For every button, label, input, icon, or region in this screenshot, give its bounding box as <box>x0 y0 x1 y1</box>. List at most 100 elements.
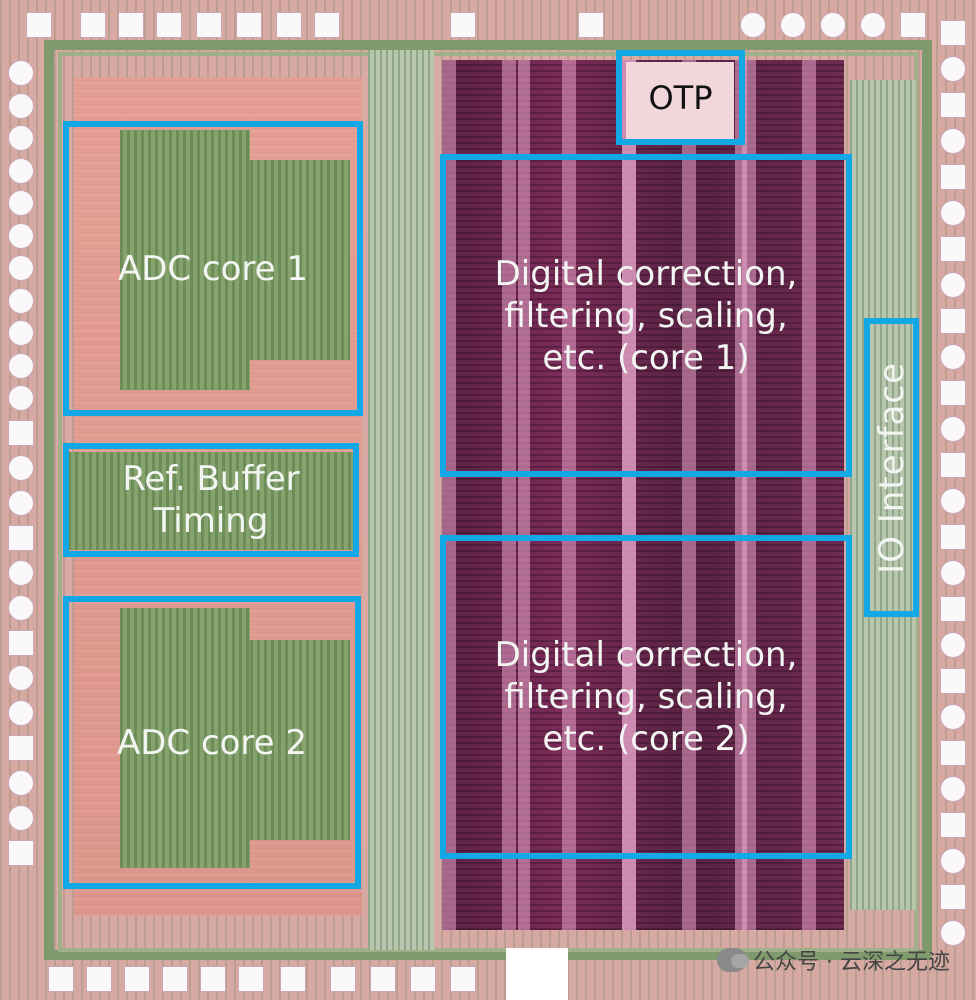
io-interface-box: IO Interface <box>864 318 919 617</box>
digital-2-line-1: Digital correction, <box>494 635 798 675</box>
bond-pad <box>26 12 52 38</box>
bond-pad <box>940 524 966 550</box>
bond-pad <box>162 966 188 992</box>
ref-buffer-label: Ref. Buffer <box>122 459 300 499</box>
bond-pad <box>370 966 396 992</box>
bond-pad <box>8 92 34 119</box>
otp-box: OTP <box>616 50 745 145</box>
adc-core-2-label: ADC core 2 <box>116 722 308 763</box>
bond-pad <box>940 632 966 658</box>
adc2-array <box>120 608 250 868</box>
otp-label: OTP <box>648 78 713 117</box>
bond-pad <box>86 966 112 992</box>
die-notch <box>506 948 568 1000</box>
power-ring-outer <box>44 40 932 960</box>
bond-pad <box>314 12 340 38</box>
bond-pad <box>8 320 34 346</box>
bond-pad <box>940 488 966 514</box>
watermark: 公众号 · 云深之无迹 <box>717 944 950 976</box>
digital-core-2-box: Digital correction, filtering, scaling, … <box>440 535 852 859</box>
bond-pad <box>780 12 806 38</box>
bond-pad <box>740 12 766 38</box>
bond-pad <box>860 12 886 38</box>
digital-region <box>442 60 844 930</box>
bond-pad <box>940 236 966 262</box>
bond-pad <box>8 770 34 796</box>
bond-pad <box>940 452 966 478</box>
bond-pad <box>8 735 34 761</box>
bond-pad <box>940 56 966 82</box>
bond-pad <box>940 92 966 118</box>
digital-1-line-3: etc. (core 1) <box>542 337 750 378</box>
bond-pad <box>238 966 264 992</box>
bond-pad <box>940 812 966 838</box>
bond-pad <box>900 12 926 38</box>
io-interface-label: IO Interface <box>871 361 912 574</box>
bond-pad <box>940 164 966 190</box>
wechat-icon <box>717 948 750 972</box>
ref-buffer-box: Ref. Buffer Timing <box>63 443 359 557</box>
bond-pad <box>940 200 966 226</box>
bond-pad <box>276 12 302 38</box>
bond-pad <box>8 700 34 726</box>
bond-pad <box>200 966 226 992</box>
bond-pad <box>8 125 34 151</box>
adc-core-1-box: ADC core 1 <box>63 121 363 416</box>
bond-pad <box>124 966 150 992</box>
bond-pad <box>450 966 476 992</box>
otp-memory <box>626 62 734 140</box>
bond-pad <box>48 966 74 992</box>
digital-core-1-box: Digital correction, filtering, scaling, … <box>440 154 852 477</box>
adc1-logic <box>250 160 350 360</box>
adc2-logic <box>250 640 350 840</box>
bond-pad <box>8 287 34 314</box>
adc-core-2-box: ADC core 2 <box>63 596 361 889</box>
bond-pad <box>940 740 966 766</box>
bond-pad <box>940 596 966 622</box>
io-routing <box>850 80 916 910</box>
digital-1-line-1: Digital correction, <box>494 253 798 294</box>
bond-pad <box>940 344 966 370</box>
adc1-array <box>120 130 250 390</box>
bond-pad <box>940 704 966 730</box>
bond-pad <box>80 12 106 38</box>
bond-pad <box>450 12 476 38</box>
bond-pad <box>280 966 306 992</box>
bond-pad <box>8 157 34 184</box>
bond-pad <box>8 665 34 691</box>
bond-pad <box>940 308 966 334</box>
bond-pad <box>8 222 34 249</box>
bond-pad <box>156 12 182 38</box>
bond-pad <box>8 385 34 411</box>
bond-pad <box>8 525 34 551</box>
digital-1-line-2: filtering, scaling, <box>504 295 788 336</box>
bond-pad <box>410 966 436 992</box>
bond-pad <box>940 416 966 442</box>
bond-pad <box>8 255 34 281</box>
ref-buffer-area <box>68 452 358 550</box>
power-stripe <box>518 60 530 930</box>
bond-pad <box>940 272 966 298</box>
bond-pad <box>8 190 34 216</box>
bond-pad <box>8 805 34 831</box>
watermark-text: 公众号 · 云深之无迹 <box>753 950 950 975</box>
power-stripe <box>622 60 636 930</box>
bond-pad <box>196 12 222 38</box>
bond-pad <box>940 20 966 46</box>
bond-pad <box>820 12 846 38</box>
bond-pad <box>236 12 262 38</box>
bond-pad <box>8 595 34 621</box>
bond-pad <box>940 848 966 874</box>
bond-pad <box>8 630 34 656</box>
bond-pad <box>8 420 34 446</box>
bond-pad <box>940 668 966 694</box>
digital-2-line-2: filtering, scaling, <box>504 677 788 717</box>
digital-2-line-3: etc. (core 2) <box>542 719 750 759</box>
bond-pad <box>8 352 34 379</box>
bond-pad <box>8 840 34 866</box>
routing-bus <box>368 50 434 950</box>
bond-pad <box>8 455 34 481</box>
bond-pad <box>940 128 966 154</box>
bond-pad <box>330 966 356 992</box>
